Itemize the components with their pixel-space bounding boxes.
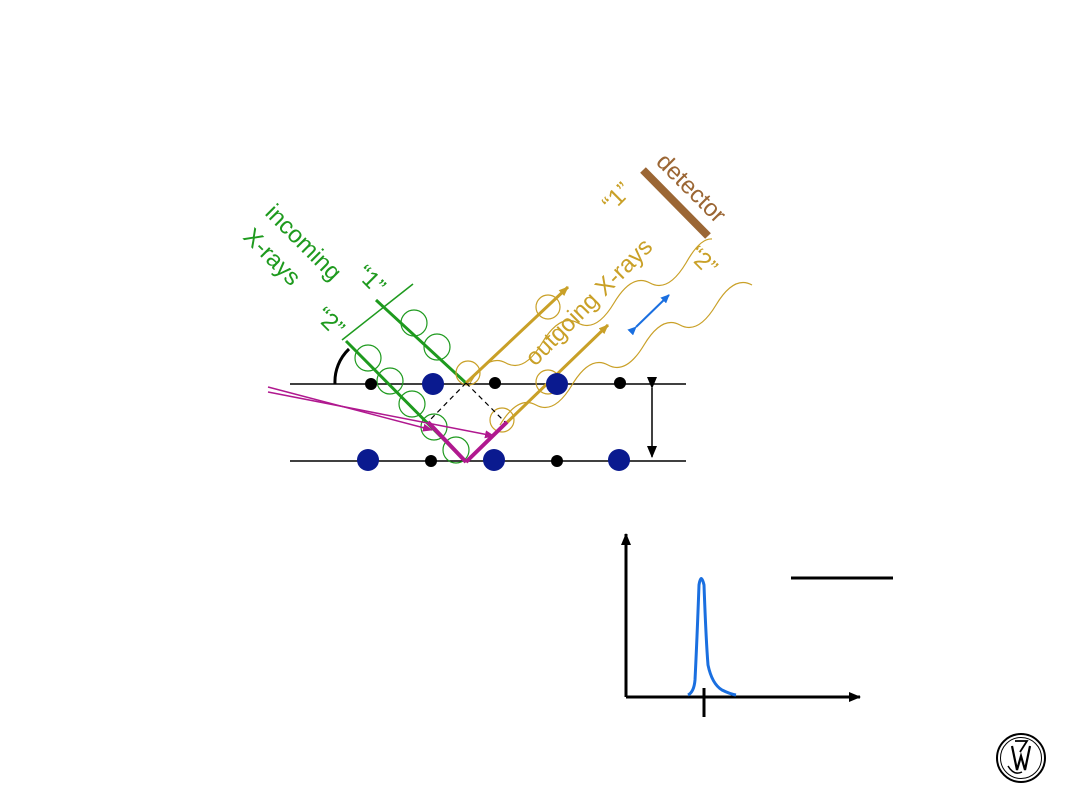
detector-bar [640, 167, 711, 239]
incoming-wavefront [341, 283, 414, 341]
ray-2-label-outgoing: “2” [683, 241, 723, 281]
wavelength-double-arrow [627, 294, 670, 336]
outgoing-wave-2 [499, 281, 753, 426]
spectrum-peak-curve [687, 577, 737, 697]
path-construction-lines [427, 382, 506, 423]
outgoing-label: outgoing X-rays [520, 233, 658, 371]
incidence-angle-arc [333, 347, 351, 385]
atoms-bottom-plane [357, 449, 630, 471]
ray-2-label-incoming: “2” [310, 302, 350, 342]
atoms-top-plane [365, 373, 626, 395]
incoming-ray-1 [374, 298, 468, 385]
outgoing-ray-1 [464, 285, 570, 385]
ray-1-label-incoming: “1” [351, 260, 391, 300]
wiley-logo-icon [996, 733, 1046, 783]
spectrum-plot [621, 533, 893, 717]
outgoing-wave-1 [469, 238, 713, 384]
ray-1-label-outgoing: “1” [597, 177, 637, 217]
path-difference-segments [426, 420, 509, 464]
path-difference-pointer-2 [267, 391, 495, 439]
